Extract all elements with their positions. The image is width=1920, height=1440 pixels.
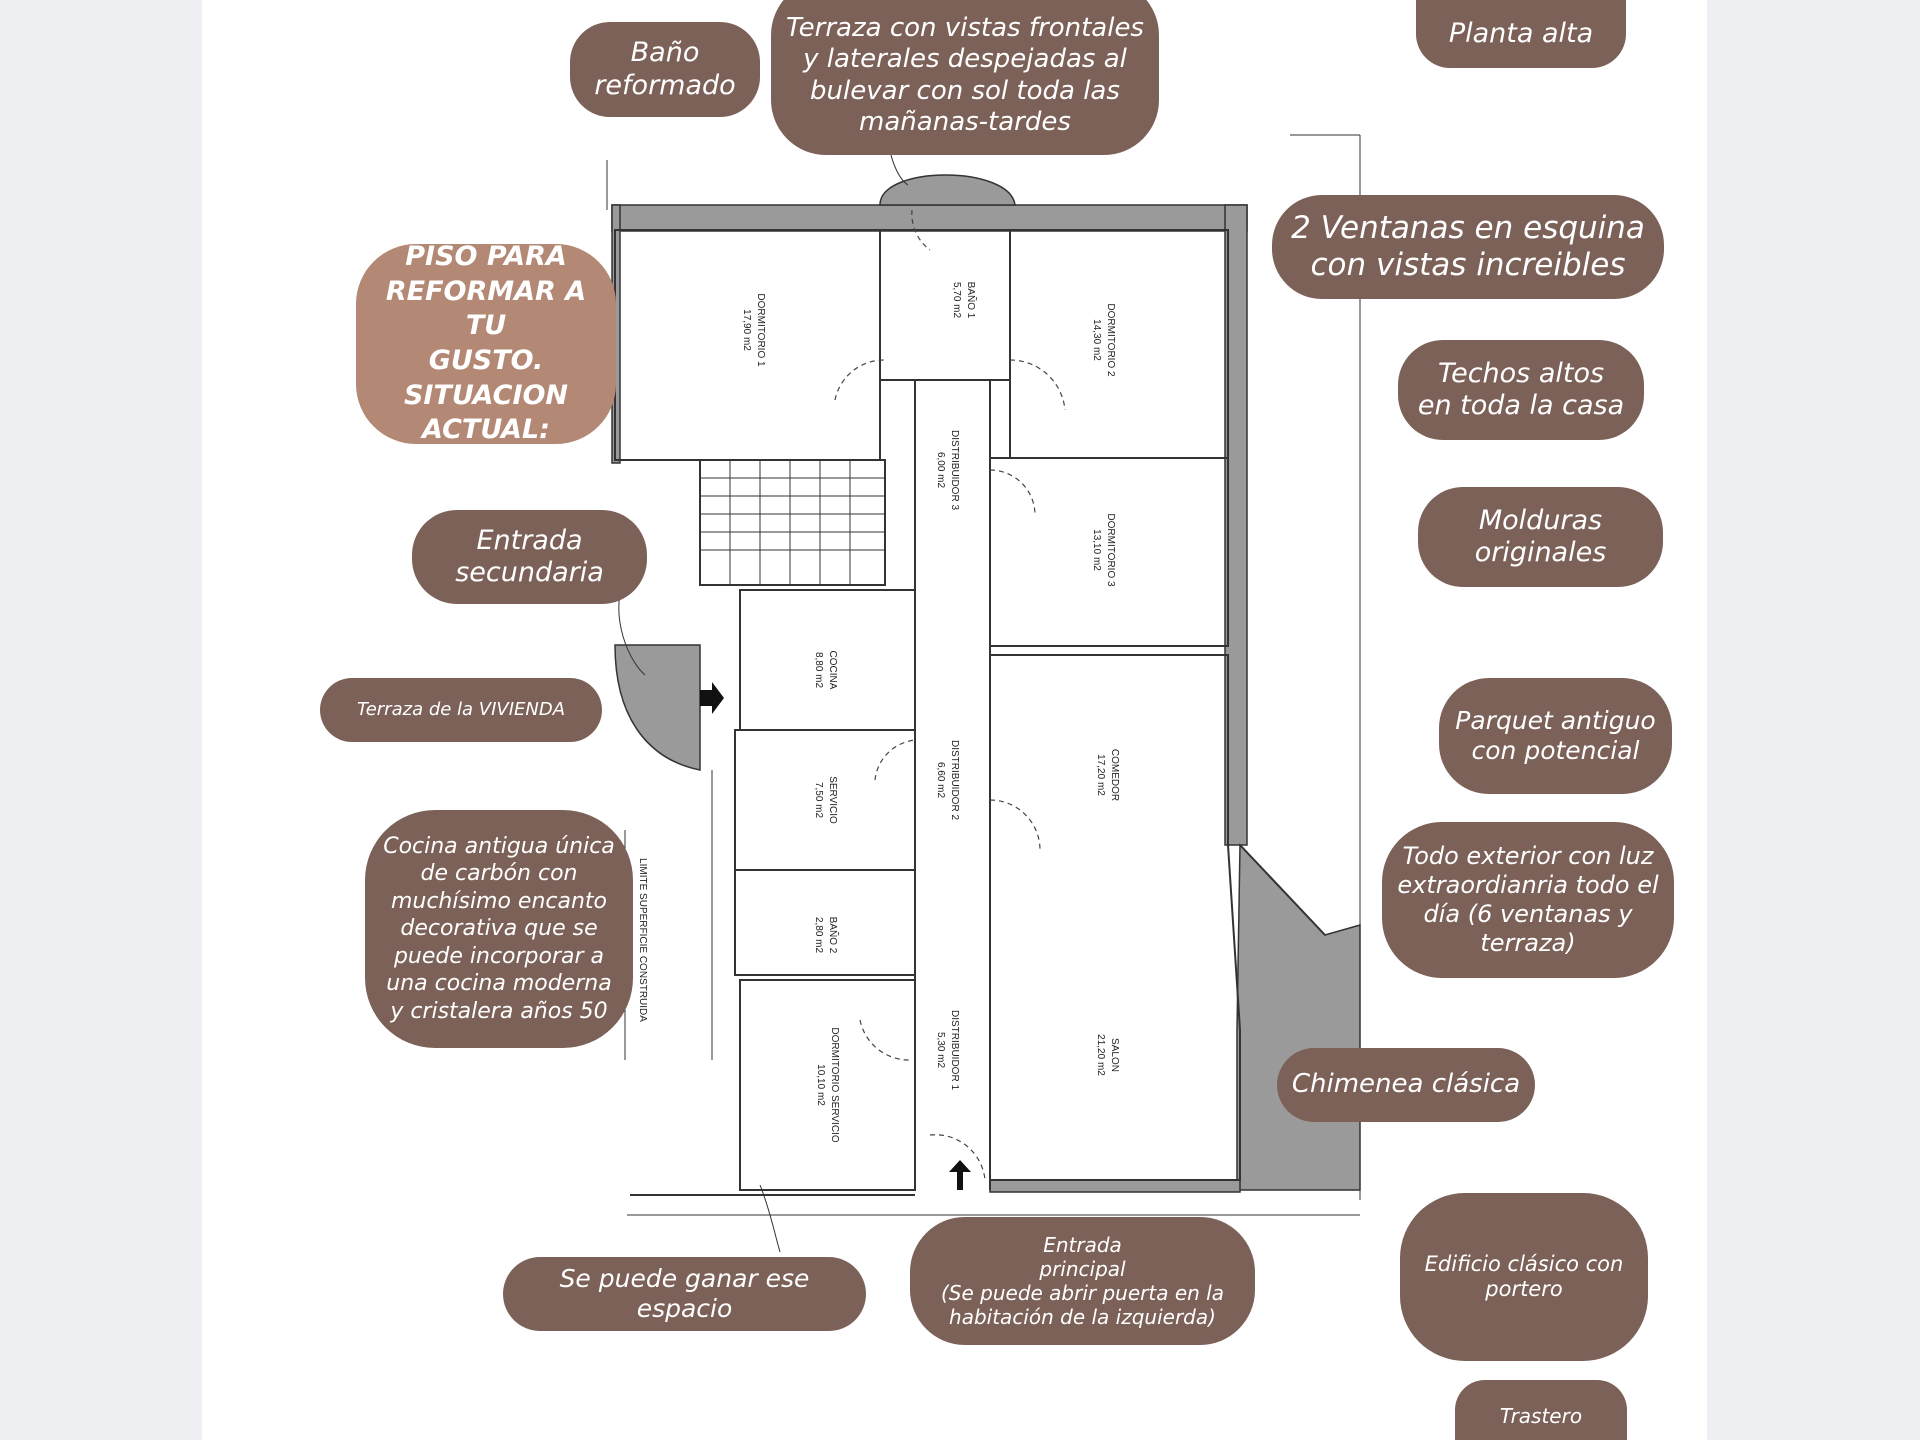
callout-bano-reformado: Baño reformado <box>570 22 760 117</box>
room-bano2 <box>734 869 916 976</box>
svg-text:DORMITORIO 2: DORMITORIO 2 <box>1105 303 1116 377</box>
wall-top <box>611 204 1248 232</box>
svg-text:8,80 m2: 8,80 m2 <box>813 652 824 689</box>
room-label-bano1: BAÑO 1 5,70 m2 <box>951 282 978 319</box>
callout-edificio: Edificio clásico con portero <box>1400 1193 1648 1361</box>
svg-text:2,80 m2: 2,80 m2 <box>813 917 824 954</box>
room-label-dormitorio3: DORMITORIO 3 13,10 m2 <box>1091 513 1116 587</box>
svg-text:7,50 m2: 7,50 m2 <box>813 782 824 819</box>
svg-text:DORMITORIO 3: DORMITORIO 3 <box>1105 513 1116 587</box>
door-arc <box>989 469 1036 516</box>
svg-text:DORMITORIO 1: DORMITORIO 1 <box>755 293 766 367</box>
callout-planta-alta: Planta alta <box>1416 0 1626 68</box>
room-label-distribuidor2: DISTRIBUIDOR 2 6,60 m2 <box>935 740 960 820</box>
room-label-limite: LIMITE SUPERFICIE CONSTRUIDA <box>637 858 648 1022</box>
svg-text:17,90 m2: 17,90 m2 <box>741 309 752 351</box>
stair-steps <box>700 460 885 585</box>
svg-text:COCINA: COCINA <box>827 651 838 690</box>
callout-piso-reformar: PISO PARA REFORMAR A TU GUSTO. SITUACION… <box>356 241 616 445</box>
callout-parquet: Parquet antiguo con potencial <box>1439 678 1672 794</box>
callout-arrow <box>759 1184 781 1253</box>
door-arc <box>989 799 1041 851</box>
svg-text:SALON: SALON <box>1109 1038 1120 1072</box>
chimney-bay <box>1236 843 1361 1191</box>
svg-text:6,60 m2: 6,60 m2 <box>935 762 946 799</box>
door-arc <box>874 739 916 781</box>
room-servicio <box>734 729 916 871</box>
room-label-cocina: COCINA 8,80 m2 <box>813 651 838 690</box>
terraza-vivienda-shape <box>614 644 701 771</box>
door-arc <box>1009 359 1066 411</box>
room-label-distribuidor3: DISTRIBUIDOR 3 6,00 m2 <box>935 430 960 510</box>
svg-text:17,20 m2: 17,20 m2 <box>1095 754 1106 796</box>
room-label-distribuidor1: DISTRIBUIDOR 1 5,30 m2 <box>935 1010 960 1090</box>
svg-text:DORMITORIO SERVICIO: DORMITORIO SERVICIO <box>829 1027 840 1142</box>
callout-dos-ventanas: 2 Ventanas en esquina con vistas increib… <box>1272 195 1664 299</box>
svg-text:13,10 m2: 13,10 m2 <box>1091 529 1102 571</box>
svg-text:BAÑO 1: BAÑO 1 <box>965 282 978 319</box>
bay-window-line <box>1239 844 1326 936</box>
room-dormitorio2 <box>1009 229 1229 459</box>
stairwell <box>699 459 886 586</box>
door-arc <box>859 1019 911 1061</box>
side-entry-arrow-icon <box>700 682 724 714</box>
room-bano1 <box>879 229 1011 381</box>
wall-right <box>1224 204 1248 846</box>
callout-trastero: Trastero <box>1455 1380 1627 1440</box>
svg-text:DISTRIBUIDOR 1: DISTRIBUIDOR 1 <box>949 1010 960 1090</box>
svg-text:21,20 m2: 21,20 m2 <box>1095 1034 1106 1076</box>
svg-text:6,00 m2: 6,00 m2 <box>935 452 946 489</box>
callout-entrada-principal: Entrada principal (Se puede abrir puerta… <box>910 1217 1255 1345</box>
callout-ganar-espacio: Se puede ganar ese espacio <box>503 1257 866 1331</box>
svg-text:LIMITE SUPERFICIE CONSTRUIDA: LIMITE SUPERFICIE CONSTRUIDA <box>637 858 648 1022</box>
callout-chimenea: Chimenea clásica <box>1277 1048 1535 1122</box>
room-label-bano2: BAÑO 2 2,80 m2 <box>813 917 840 954</box>
room-label-dormitorio2: DORMITORIO 2 14,30 m2 <box>1091 303 1116 377</box>
room-label-salon: SALON 21,20 m2 <box>1095 1034 1120 1076</box>
entry-arrow-icon <box>949 1160 971 1190</box>
room-comedor-salon <box>989 654 1241 1181</box>
svg-text:14,30 m2: 14,30 m2 <box>1091 319 1102 361</box>
svg-text:COMEDOR: COMEDOR <box>1109 749 1120 801</box>
svg-text:5,30 m2: 5,30 m2 <box>935 1032 946 1069</box>
svg-text:DISTRIBUIDOR 2: DISTRIBUIDOR 2 <box>949 740 960 820</box>
callout-todo-exterior: Todo exterior con luz extraordianria tod… <box>1382 822 1674 978</box>
room-dormitorio-servicio <box>739 979 916 1191</box>
callout-techos-altos: Techos altos en toda la casa <box>1398 340 1644 440</box>
svg-text:5,70 m2: 5,70 m2 <box>951 282 962 319</box>
callout-molduras: Molduras originales <box>1418 487 1663 587</box>
callout-entrada-secundaria: Entrada secundaria <box>412 510 647 604</box>
callout-cocina-antigua: Cocina antigua única de carbón con muchí… <box>365 810 633 1048</box>
door-arc <box>911 209 931 251</box>
svg-text:SERVICIO: SERVICIO <box>827 776 838 824</box>
room-label-dormitorio1: DORMITORIO 1 17,90 m2 <box>741 293 766 367</box>
wall-bottom-right <box>989 1179 1241 1193</box>
callout-terraza-vistas: Terraza con vistas frontales y laterales… <box>771 0 1159 155</box>
door-arc <box>834 359 886 401</box>
room-label-servicio: SERVICIO 7,50 m2 <box>813 776 838 824</box>
room-label-comedor: COMEDOR 17,20 m2 <box>1095 749 1120 801</box>
balcony-top <box>879 174 1016 206</box>
svg-text:BAÑO 2: BAÑO 2 <box>827 917 840 954</box>
svg-text:10,10 m2: 10,10 m2 <box>815 1064 826 1106</box>
callout-terraza-vivienda: Terraza de la VIVIENDA <box>320 678 602 742</box>
door-arc <box>929 1134 986 1181</box>
svg-text:DISTRIBUIDOR 3: DISTRIBUIDOR 3 <box>949 430 960 510</box>
room-label-dormitorio-servicio: DORMITORIO SERVICIO 10,10 m2 <box>815 1027 840 1142</box>
